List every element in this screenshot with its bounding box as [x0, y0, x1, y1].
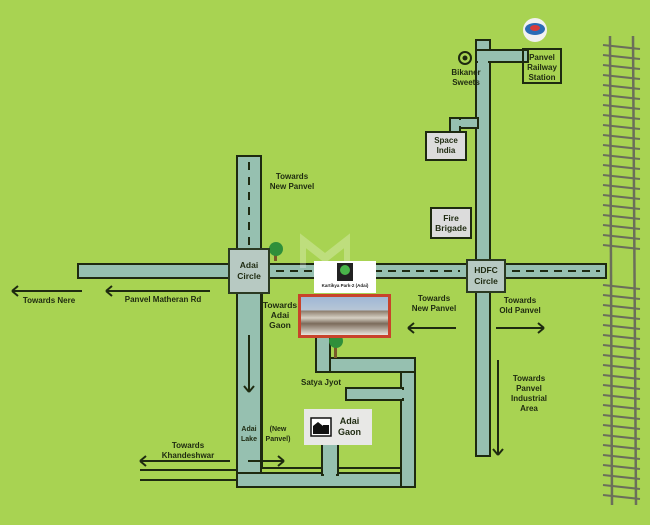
project-name: Kartikya Park-2 (Adai)	[321, 283, 369, 288]
towards-new-panvel-top-label: Towards New Panvel	[269, 172, 315, 191]
towards-nere-label: Towards Nere	[22, 296, 76, 305]
watermark-logo-icon	[300, 233, 350, 268]
adai-gaon-label: Adai Gaon	[338, 416, 362, 437]
adai-gaon-box: Adai Gaon	[304, 409, 372, 445]
hdfc-circle-box: HDFC Circle	[466, 259, 506, 293]
new-panvel-paren-label: (New Panvel)	[265, 426, 291, 443]
project-logo-icon	[337, 263, 353, 281]
satya-jyot-label: Satya Jyot	[300, 378, 342, 387]
project-photo[interactable]	[298, 294, 391, 338]
towards-adai-gaon-label: Towards Adai Gaon	[262, 300, 298, 330]
fire-brigade-box: Fire Brigade	[430, 207, 472, 239]
panvel-matheran-rd-label: Panvel Matheran Rd	[124, 295, 202, 304]
panvel-railway-station-label: Panvel Railway Station	[522, 48, 562, 84]
bikaner-sweets-label: Bikaner Sweets	[451, 68, 481, 87]
village-icon	[310, 417, 332, 437]
target-pin-icon	[458, 51, 472, 65]
towards-khandeshwar-label: Towards Khandeshwar	[161, 441, 215, 460]
tree-icon	[269, 242, 283, 261]
towards-old-panvel-label: Towards Old Panvel	[499, 296, 541, 315]
adai-circle-box: Adai Circle	[228, 248, 270, 294]
adai-lake-label: Adai Lake	[241, 426, 257, 443]
railway-track-icon	[602, 35, 641, 506]
towards-panvel-industrial-area-label: Towards Panvel Industrial Area	[510, 374, 547, 413]
project-label[interactable]: Kartikya Park-2 (Adai)	[314, 261, 376, 293]
towards-new-panvel-mid-label: Towards New Panvel	[411, 294, 457, 313]
railway-logo-icon	[523, 18, 547, 42]
space-india-box: Space India	[425, 131, 467, 161]
